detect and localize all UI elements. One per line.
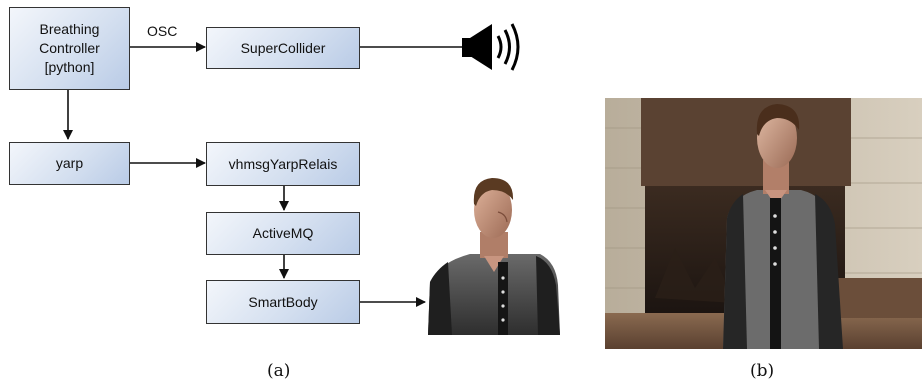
node-supercollider-label: SuperCollider (240, 39, 326, 56)
speaker-icon (462, 23, 520, 71)
node-vhmsgyarprelais: vhmsgYarpRelais (206, 142, 360, 186)
node-supercollider: SuperCollider (206, 27, 360, 69)
node-activemq-label: ActiveMQ (252, 225, 314, 241)
node-breathing-controller: Breathing Controller [python] (9, 7, 130, 90)
avatar-render (428, 178, 560, 335)
scene-render (605, 98, 922, 349)
caption-b: (b) (750, 361, 775, 381)
caption-a: (a) (267, 361, 291, 381)
node-yarp: yarp (9, 142, 130, 185)
scene-render-image (605, 98, 922, 349)
node-vhmsgyarprelais-label: vhmsgYarpRelais (228, 155, 338, 172)
node-breathing-controller-label: Breathing Controller [python] (39, 21, 100, 75)
edge-label-osc: OSC (147, 23, 178, 39)
node-smartbody-label: SmartBody (248, 293, 318, 310)
node-yarp-label: yarp (55, 155, 84, 171)
node-smartbody: SmartBody (206, 280, 360, 324)
node-activemq: ActiveMQ (206, 212, 360, 255)
